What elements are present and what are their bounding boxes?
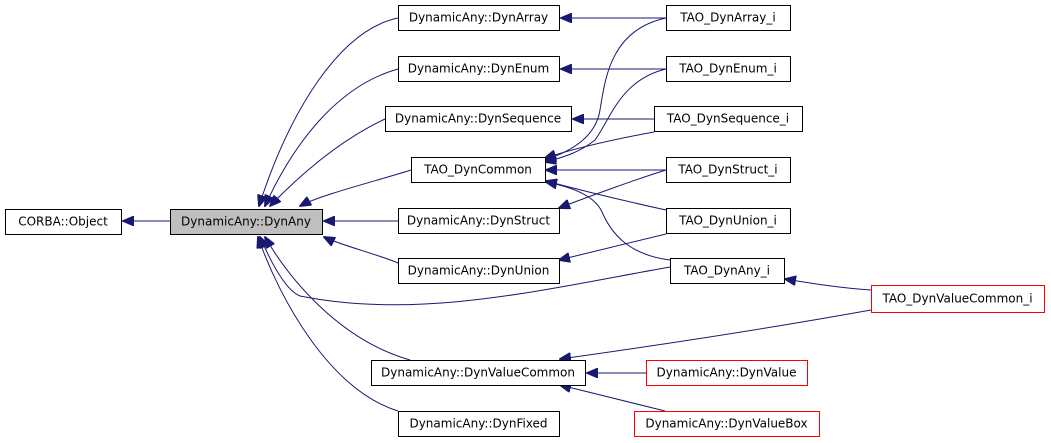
node-box [871,285,1045,313]
node-dynvalue[interactable]: DynamicAny::DynValue [646,360,808,386]
node-label: CORBA::Object [18,215,108,229]
node-tao-dynstruct-i[interactable]: TAO_DynStruct_i [666,157,791,183]
node-dynenum[interactable]: DynamicAny::DynEnum [398,56,560,82]
node-box [670,258,785,284]
node-box [666,157,791,183]
node-label: TAO_DynAny_i [683,264,770,278]
edge-tao-dynany-i-to-tao-dyncommon [546,182,671,261]
node-dynfixed[interactable]: DynamicAny::DynFixed [398,411,560,437]
node-box [398,56,560,82]
node-tao-dynvaluecommon-i[interactable]: TAO_DynValueCommon_i [871,285,1045,313]
node-box [398,5,560,31]
node-dynstruct[interactable]: DynamicAny::DynStruct [398,208,560,234]
node-box [398,208,560,234]
node-box [646,360,808,386]
node-box [371,360,586,386]
node-box [666,5,791,31]
node-dynunion[interactable]: DynamicAny::DynUnion [398,258,560,284]
node-box [634,411,820,437]
edge-tao-dynvaluecommon-i-to-tao-dynany-i [785,279,872,291]
edge-tao-dynsequence-i-to-tao-dyncommon [545,131,655,158]
node-box [398,411,560,437]
edge-dynsequence-to-dynany [270,118,386,206]
edge-dynfixed-to-dynany [258,237,399,412]
node-tao-dynarray-i[interactable]: TAO_DynArray_i [666,5,791,31]
edge-tao-dynarray-i-to-tao-dyncommon [545,17,667,160]
node-label: TAO_DynValueCommon_i [881,292,1032,306]
node-box [654,106,803,132]
node-tao-dynunion-i[interactable]: TAO_DynUnion_i [666,208,791,234]
node-tao-dynsequence-i[interactable]: TAO_DynSequence_i [654,106,803,132]
edge-dynvaluecommon-to-dynany [265,237,411,361]
node-box [411,157,546,183]
node-box [5,209,122,235]
edge-tao-dynstruct-i-to-dynstruct [559,169,667,208]
node-box [170,209,323,235]
edge-tao-dynenum-i-to-tao-dyncommon [545,68,667,162]
edge-dynvaluebox-to-dynvaluecommon [560,385,666,412]
edge-dynarray-to-dynany [259,17,399,206]
node-label: DynamicAny::DynValueCommon [381,366,575,380]
node-label: TAO_DynSequence_i [666,112,789,126]
node-label: DynamicAny::DynFixed [409,417,547,431]
node-box [666,56,791,82]
node-box [398,258,560,284]
edge-layer [123,17,872,412]
node-dynarray[interactable]: DynamicAny::DynArray [398,5,560,31]
node-label: TAO_DynArray_i [679,11,775,25]
node-label: DynamicAny::DynSequence [395,112,561,126]
edge-tao-dynunion-i-to-dynunion [559,233,667,260]
node-label: DynamicAny::DynValue [657,366,797,380]
node-box [666,208,791,234]
node-dynany: DynamicAny::DynAny [170,209,323,235]
node-dynvaluecommon[interactable]: DynamicAny::DynValueCommon [371,360,586,386]
edge-dynenum-to-dynany [265,68,399,206]
node-tao-dyncommon[interactable]: TAO_DynCommon [411,157,546,183]
edge-tao-dyncommon-to-dynany [300,169,412,206]
node-label: DynamicAny::DynStruct [407,214,550,228]
edge-tao-dynany-i-to-dynany [260,237,671,306]
node-box [385,106,572,132]
node-label: TAO_DynUnion_i [678,214,777,228]
node-label: DynamicAny::DynArray [409,11,548,25]
node-label: TAO_DynCommon [423,163,532,177]
node-corba-object[interactable]: CORBA::Object [5,209,122,235]
edge-dynunion-to-dynany [324,237,399,264]
node-dynvaluebox[interactable]: DynamicAny::DynValueBox [634,411,820,437]
node-label: DynamicAny::DynEnum [408,62,549,76]
node-label: TAO_DynStruct_i [677,163,777,177]
edge-tao-dynvaluecommon-i-to-dynvaluecommon [560,309,872,359]
node-label: DynamicAny::DynValueBox [645,417,807,431]
node-dynsequence[interactable]: DynamicAny::DynSequence [385,106,572,132]
node-tao-dynany-i[interactable]: TAO_DynAny_i [670,258,785,284]
node-tao-dynenum-i[interactable]: TAO_DynEnum_i [666,56,791,82]
node-label: DynamicAny::DynUnion [408,264,550,278]
node-label: DynamicAny::DynAny [181,215,311,229]
node-label: TAO_DynEnum_i [678,62,777,76]
